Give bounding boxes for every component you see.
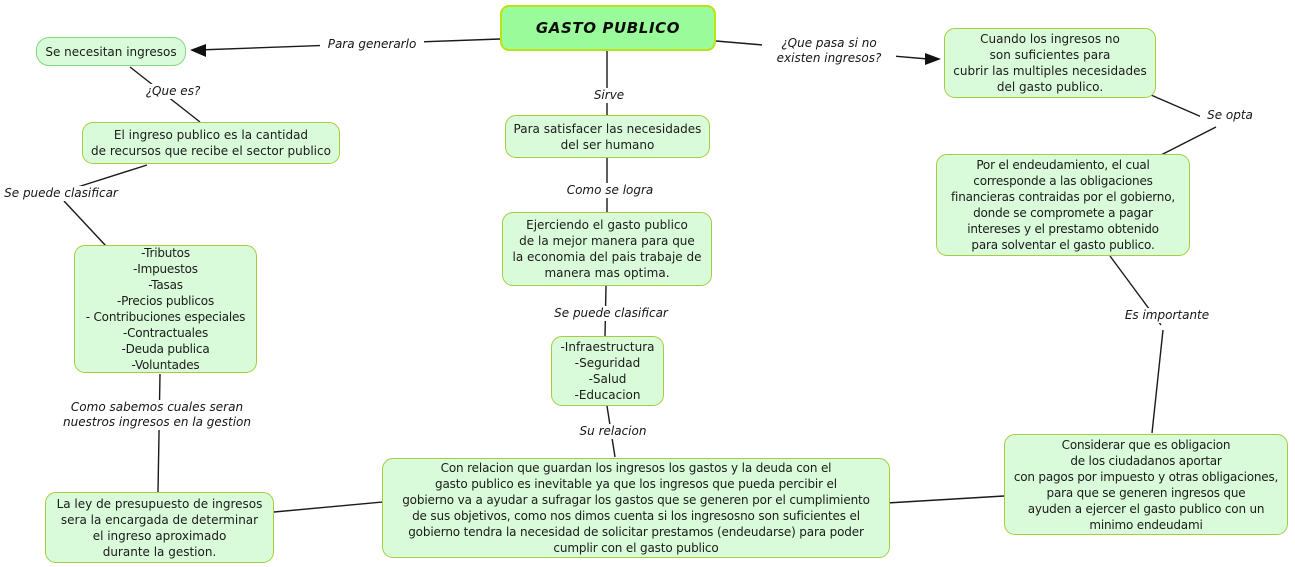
connector-cuando-to-se-opta bbox=[1150, 94, 1205, 119]
connector-se-opta-to-endeuda bbox=[1160, 126, 1217, 156]
connector-tributos-to-ley bbox=[157, 373, 161, 493]
link-label-se-opta: Se opta bbox=[1200, 108, 1260, 123]
link-label-se-puede-clasificar-centro: Se puede clasificar bbox=[550, 306, 672, 321]
link-label-que-pasa-si-no: ¿Que pasa si no existen ingresos? bbox=[762, 36, 896, 66]
node-gasto-publico[interactable]: GASTO PUBLICO bbox=[500, 5, 716, 51]
node-ingresos-no-suficientes[interactable]: Cuando los ingresos no son suficientes p… bbox=[944, 28, 1156, 98]
link-label-para-generarlo: Para generarlo bbox=[320, 37, 424, 52]
node-relacion-ingresos-gastos[interactable]: Con relacion que guardan los ingresos lo… bbox=[382, 458, 890, 558]
link-label-es-importante: Es importante bbox=[1118, 308, 1216, 323]
arrowhead-right-icon bbox=[925, 53, 941, 65]
node-clasificacion-ingresos[interactable]: -Tributos -Impuestos -Tasas -Precios pub… bbox=[74, 245, 257, 373]
link-label-como-se-logra: Como se logra bbox=[558, 183, 662, 198]
arrowhead-left-icon bbox=[190, 44, 206, 57]
node-obligacion-ciudadanos[interactable]: Considerar que es obligacion de los ciud… bbox=[1004, 434, 1288, 535]
link-label-sirve: Sirve bbox=[584, 88, 634, 103]
node-satisfacer-necesidades[interactable]: Para satisfacer las necesidades del ser … bbox=[505, 115, 710, 158]
node-ley-presupuesto[interactable]: La ley de presupuesto de ingresos sera l… bbox=[45, 492, 274, 563]
node-se-necesitan-ingresos[interactable]: Se necesitan ingresos bbox=[36, 37, 186, 66]
node-ingreso-publico[interactable]: El ingreso publico es la cantidad de rec… bbox=[82, 122, 340, 164]
connector-ley-to-relacion bbox=[273, 501, 384, 513]
link-label-como-sabemos: Como sabemos cuales seran nuestros ingre… bbox=[52, 400, 262, 430]
connector-clasificar-to-tributos bbox=[63, 200, 107, 247]
node-ejerciendo-gasto[interactable]: Ejerciendo el gasto publico de la mejor … bbox=[502, 212, 712, 286]
node-endeudamiento[interactable]: Por el endeudamiento, el cual correspond… bbox=[936, 154, 1190, 256]
node-clasificacion-gasto[interactable]: -Infraestructura -Seguridad -Salud -Educ… bbox=[551, 336, 664, 406]
link-label-se-puede-clasificar-izquierda: Se puede clasificar bbox=[0, 186, 122, 201]
link-label-que-es: ¿Que es? bbox=[138, 84, 208, 99]
connector-relacion-to-considerar bbox=[886, 495, 1005, 504]
link-label-su-relacion: Su relacion bbox=[572, 424, 654, 439]
connector-importante-to-considerar bbox=[1151, 329, 1164, 434]
